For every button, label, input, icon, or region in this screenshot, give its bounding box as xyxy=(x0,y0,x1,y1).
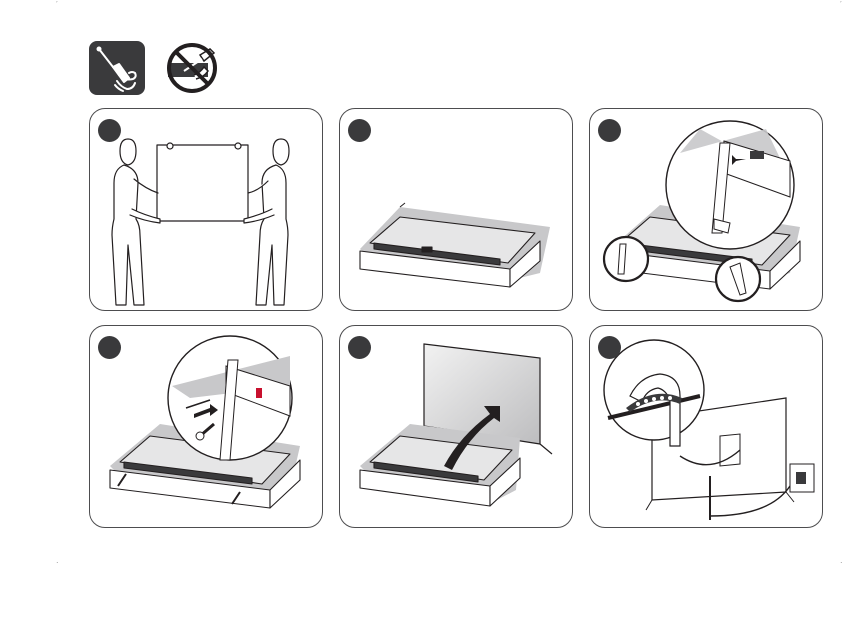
crop-mark-bottom-right: . xyxy=(840,556,843,565)
two-people-lifting-tv-illustration xyxy=(90,109,323,311)
step-2-badge xyxy=(348,119,371,142)
cable-management-illustration xyxy=(590,326,823,528)
no-sharp-tool-icon xyxy=(164,41,220,95)
insert-stand-illustration xyxy=(590,109,823,311)
crop-mark-top-left: ′ xyxy=(56,0,58,9)
step-4-badge xyxy=(98,336,121,359)
step-1-badge xyxy=(98,119,121,142)
step-panel-5 xyxy=(339,325,573,528)
screwdriver-icon xyxy=(89,41,145,95)
step-panel-6 xyxy=(589,325,823,528)
crop-mark-top-right: ′ xyxy=(840,0,842,9)
step-panel-3 xyxy=(589,108,823,311)
crop-mark-bottom-left: . xyxy=(56,556,59,565)
step-panel-1 xyxy=(89,108,323,311)
step-3-badge xyxy=(598,119,621,142)
step-6-badge xyxy=(598,336,621,359)
tv-face-down-illustration xyxy=(340,109,573,311)
step-panel-2 xyxy=(339,108,573,311)
stand-tv-upright-illustration xyxy=(340,326,573,528)
step-panel-4 xyxy=(89,325,323,528)
step-5-badge xyxy=(348,336,371,359)
fasten-screw-illustration xyxy=(90,326,323,528)
